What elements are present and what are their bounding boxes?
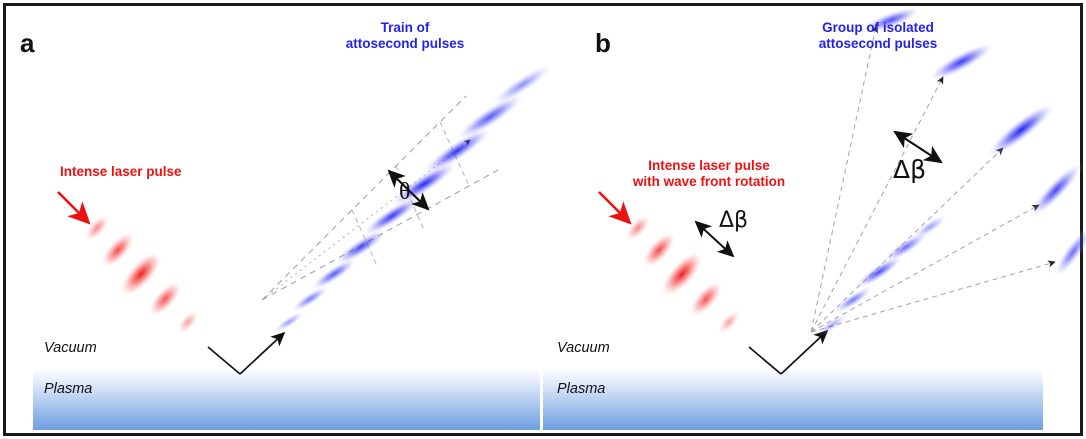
panel-letter-a: a [20,28,35,58]
near-surface-pulses-b [815,214,948,337]
emission-cone-a [261,95,499,301]
isolated-attosecond-pulses-b [860,6,1086,279]
vacuum-label-b: Vacuum [557,340,610,356]
delta-beta-symbol-fan-b: Δβ [893,155,927,184]
panel-b-graphics [543,6,1086,430]
panel-b: b Group of isolated attosecond pulses In… [543,0,1086,439]
emission-label-a: Train of attosecond pulses [345,20,465,51]
panel-a: a Train of attosecond pulses Intense las… [20,20,555,430]
delta-beta-angle-arrow-b [893,130,943,164]
incident-direction-arrow-b [598,191,632,225]
emission-ray-5 [810,260,1056,333]
delta-beta-symbol-laser-b: Δβ [719,208,749,233]
plasma-label-a: Plasma [44,381,93,397]
panel-a-graphics [33,63,555,430]
plasma-label-b: Plasma [557,381,606,397]
panel-letter-b: b [595,28,611,58]
incident-direction-arrow-a [57,191,91,225]
vacuum-label-a: Vacuum [44,340,97,356]
emission-ray-4 [810,204,1040,333]
laser-label-a: Intense laser pulse [60,164,182,179]
wavefront-rotation-arrow-b [694,220,735,258]
reflection-arrow-b [748,329,829,375]
plasma-slab-b [543,368,1043,430]
emission-ray-fan-b [810,25,1056,333]
plasma-slab-a [33,368,540,430]
incident-laser-pulse-a [84,214,200,335]
reflection-arrow-a [207,331,286,375]
theta-symbol-a: θ [399,179,411,205]
laser-label-b: Intense laser pulse with wave front rota… [632,158,786,189]
emission-axis-a [261,139,471,301]
emission-ray-1 [810,25,879,333]
theta-angle-arrow-a [387,169,430,211]
emission-label-b: Group of isolated attosecond pulses [818,20,938,51]
emission-ray-2 [810,76,944,333]
incident-laser-pulse-b [625,214,741,335]
